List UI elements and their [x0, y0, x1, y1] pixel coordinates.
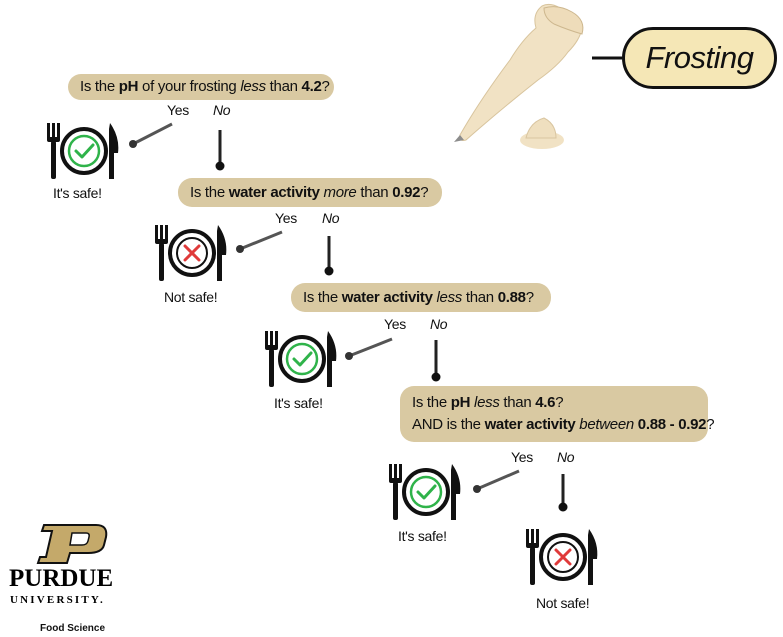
safe-plate-icon — [47, 123, 119, 179]
q2-yes-label: Yes — [275, 210, 297, 226]
purdue-wordmark: PURDUE — [9, 565, 114, 592]
q3-yes-dot — [345, 352, 353, 360]
not-safe-plate-icon — [526, 529, 598, 585]
title-frosting: Frosting — [622, 27, 777, 89]
q4-no-label: No — [557, 449, 575, 465]
safe-plate-icon — [265, 331, 337, 387]
q3-yes-line — [348, 337, 393, 358]
q4-yes-label: Yes — [511, 449, 533, 465]
question-4-line-2: AND is the water activity between 0.88 -… — [412, 416, 715, 433]
question-4-line-1: Is the pH less than 4.6? — [412, 394, 564, 411]
result-safe-3: It's safe! — [398, 528, 447, 544]
question-water-activity-less-0-88: Is the water activity less than 0.88? — [291, 283, 551, 312]
result-safe-1: It's safe! — [53, 185, 102, 201]
q1-yes-label: Yes — [167, 102, 189, 118]
question-ph-4-2: Is the pH of your frosting less than 4.2… — [68, 74, 334, 100]
question-ph-and-water-activity: Is the pH less than 4.6? AND is the wate… — [400, 386, 715, 442]
question-water-activity-more-0-92: Is the water activity more than 0.92? — [178, 178, 442, 207]
q4-yes-line — [476, 469, 520, 491]
purdue-p-logo-icon — [36, 524, 108, 564]
safe-plate-icon — [389, 464, 461, 520]
piping-bag-illustration — [454, 3, 584, 149]
result-not-safe-2: Not safe! — [536, 595, 590, 611]
q1-yes-dot — [129, 140, 137, 148]
q4-yes-dot — [473, 485, 481, 493]
q3-no-label: No — [430, 316, 448, 332]
q2-no-label: No — [322, 210, 340, 226]
q4-no-dot — [558, 502, 568, 512]
q1-no-label: No — [213, 102, 231, 118]
purdue-university-label: UNIVERSITY. — [10, 594, 106, 606]
not-safe-plate-icon — [155, 225, 227, 281]
q3-no-dot — [431, 372, 441, 382]
q1-no-dot — [215, 161, 225, 171]
result-not-safe-1: Not safe! — [164, 289, 218, 305]
department-label: Food Science — [40, 623, 106, 634]
q3-yes-label: Yes — [384, 316, 406, 332]
q2-yes-dot — [236, 245, 244, 253]
q1-yes-line — [132, 122, 173, 146]
q2-yes-line — [239, 230, 283, 251]
q2-no-dot — [324, 266, 334, 276]
result-safe-2: It's safe! — [274, 395, 323, 411]
